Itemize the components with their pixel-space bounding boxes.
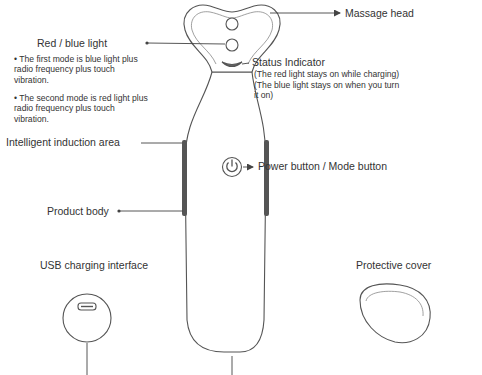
part-label: Protective cover: [356, 259, 431, 272]
mode-note: • The first mode is blue light plus radi…: [14, 54, 148, 85]
status-note: (The blue light stays on when you turn i…: [254, 80, 404, 101]
part-label: Product body: [47, 205, 109, 218]
status-note: (The red light stays on while charging): [254, 69, 454, 79]
usb-port-detail: [63, 294, 111, 342]
mode-note: • The second mode is red light plus radi…: [14, 93, 148, 124]
leader-lines: [87, 13, 340, 375]
part-label: Power button / Mode button: [258, 160, 387, 173]
part-label: Status Indicator: [252, 56, 325, 69]
part-label: USB charging interface: [40, 259, 148, 272]
part-label: Intelligent induction area: [6, 136, 120, 149]
protective-cover: [360, 284, 430, 343]
part-label: Massage head: [345, 7, 414, 20]
part-label: Red / blue light: [37, 37, 107, 50]
